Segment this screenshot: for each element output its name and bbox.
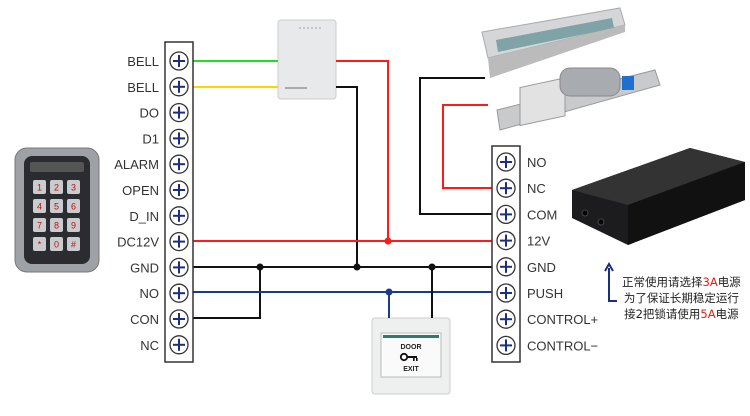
controller-terminal-label: GND [130,260,159,275]
keypad-key-label: 3 [71,183,76,193]
terminal-screw-icon [496,204,516,225]
controller-terminal-label: D1 [142,131,159,146]
wire-black-con [193,267,261,319]
keypad-key [67,180,80,194]
keypad-key-label: 9 [71,221,76,231]
terminal-screw-icon [169,154,189,174]
keypad-key-label: 0 [54,240,59,250]
keypad-key [67,237,80,251]
power-terminal-label: 12V [527,234,550,249]
junction-dots [256,237,436,296]
terminal-screw-icon [496,335,516,356]
controller-terminal-label: CON [130,312,159,327]
terminal-screw-icon [496,283,516,303]
keypad-key-label: 1 [37,183,42,193]
bolt-lock-image [496,67,661,131]
terminal-screw-icon [169,206,189,226]
keypad-key-label: 6 [71,202,76,212]
keypad-key-label: 5 [54,202,59,212]
terminal-screw-icon [496,152,516,172]
terminal-screw-icon [169,257,189,278]
terminal-screw-icon [169,231,189,252]
terminal-screw-icon [169,102,189,123]
keypad-key-label: * [38,240,42,250]
keypad-key [33,199,46,213]
power-terminal-label: PUSH [527,286,563,301]
keypad-key [50,218,63,232]
wire-black-lock-com [419,77,492,215]
controller-terminal-label: NO [140,286,160,301]
terminal-screw-icon [169,128,189,149]
wire-red-lock-nc [442,104,492,189]
power-terminal-label: COM [527,207,557,222]
keypad-key-label: 2 [54,183,59,193]
note-line-3: 接2把锁请使用5A电源 [624,307,739,321]
keypad-key [33,237,46,251]
controller-terminal-label: BELL [127,54,159,69]
controller-terminal-label: OPEN [122,183,159,198]
terminal-screw-icon [169,309,189,329]
note-line-1: 正常使用请选择3A电源 [622,275,741,289]
controller-terminal-label: BELL [127,80,159,95]
terminal-screw-icon [496,309,516,329]
wire-red-bell [336,60,389,241]
power-terminal-label: CONTROL+ [527,312,598,327]
controller-terminal-label: DO [140,106,160,121]
terminal-screw-icon [496,178,516,198]
keypad-reader-image: 1 2 3 4 5 6 7 8 9 * 0 # [14,147,100,273]
keypad-key [50,180,63,194]
controller-terminal-label: ALARM [114,157,159,172]
exit-button-exit-text: EXIT [403,366,419,373]
power-terminal-label: CONTROL− [527,338,598,353]
terminal-screw-icon [169,335,189,355]
power-terminal-block [491,145,521,363]
terminal-screw-icon [169,283,189,303]
keypad-key [67,218,80,232]
power-terminal-label: NO [527,155,547,170]
note-line-2: 为了保证长期稳定运行 [623,291,739,305]
controller-terminal-label: DC12V [117,235,159,250]
keypad-key-label: 4 [37,202,42,212]
power-supply-image [572,148,745,245]
terminal-screw-icon [496,257,516,277]
keypad-key-label: # [71,240,76,250]
wire-black-bell [336,86,358,267]
keypad-key [50,199,63,213]
key-icon [399,352,418,362]
magnetic-lock-image [481,7,626,78]
power-terminal-label: NC [527,181,546,196]
keypad-key [33,180,46,194]
keypad-key-label: 8 [54,221,59,231]
terminal-screw-icon [169,77,189,97]
door-bell-image [277,19,337,100]
controller-terminal-label: NC [140,338,159,353]
terminal-screw-icon [169,180,189,200]
note-arrow-icon [604,261,617,302]
exit-button-image: DOOR EXIT [371,317,451,395]
terminal-screw-icon [496,230,516,251]
terminal-screw-icon [169,51,189,71]
keypad-key [67,199,80,213]
keypad-key [50,237,63,251]
controller-terminal-label: D_IN [129,209,159,224]
keypad-key-label: 7 [37,221,42,231]
power-note: 正常使用请选择3A电源 为了保证长期稳定运行 接2把锁请使用5A电源 [622,274,741,322]
power-terminal-label: GND [527,260,556,275]
wires [193,60,492,319]
exit-button-door-text: DOOR [401,344,422,351]
keypad-key [33,218,46,232]
